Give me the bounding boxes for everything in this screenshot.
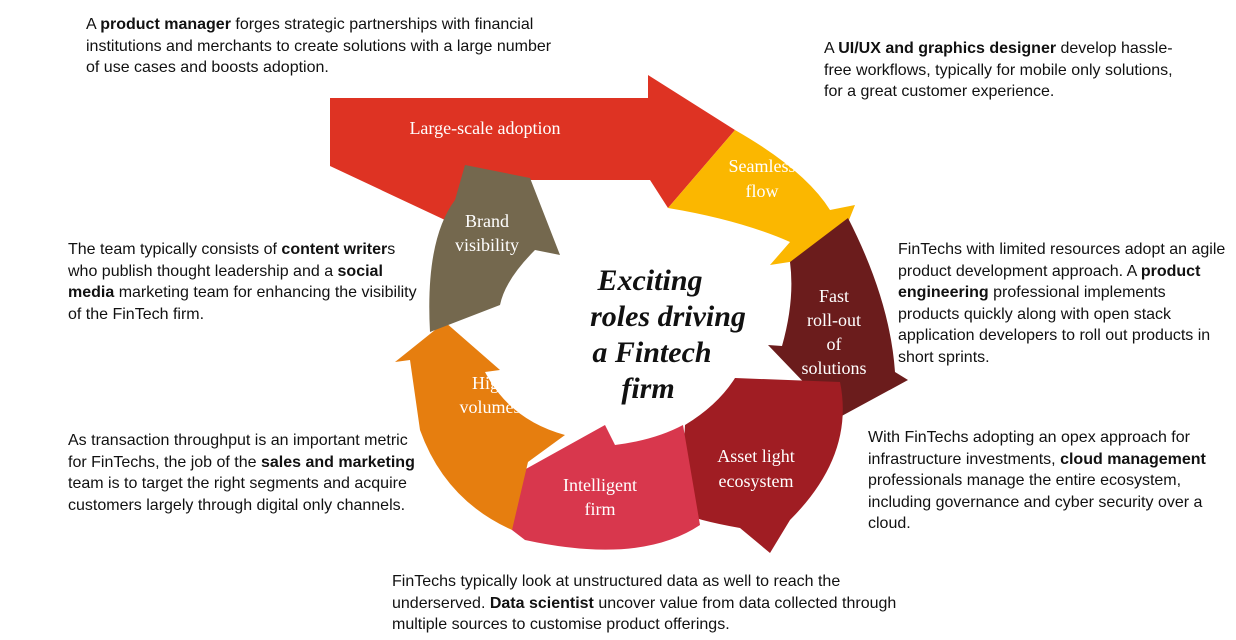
fast-rollout-arrow (768, 218, 908, 418)
svg-text:flow: flow (746, 181, 779, 201)
high-volumes-arrow (395, 322, 565, 530)
svg-text:Large-scale adoption: Large-scale adoption (409, 118, 560, 138)
seamless-flow-arrow (668, 130, 855, 265)
asset-light-arrow (680, 378, 843, 553)
svg-text:solutions: solutions (801, 358, 866, 378)
label-high-volumes: High volumes (460, 373, 521, 417)
svg-text:visibility: visibility (455, 235, 519, 255)
cloud-management-description: With FinTechs adopting an opex approach … (868, 429, 1206, 532)
svg-text:Fast: Fast (819, 286, 849, 306)
center-title: Exciting roles driving a Fintech firm (590, 264, 746, 405)
data-scientist-description: FinTechs typically look at unstructured … (392, 573, 897, 633)
svg-text:Exciting: Exciting (596, 264, 702, 297)
brand-visibility-arrow (429, 165, 560, 332)
product-manager-description: A product manager forges strategic partn… (86, 16, 552, 76)
svg-text:ecosystem: ecosystem (719, 471, 794, 491)
svg-text:a Fintech: a Fintech (592, 336, 711, 369)
label-asset-light: Asset light ecosystem (717, 446, 795, 491)
svg-text:Brand: Brand (465, 211, 509, 231)
intelligent-firm-arrow (512, 425, 700, 550)
svg-text:volumes: volumes (460, 397, 521, 417)
sales-marketing-description: As transaction throughput is an importan… (68, 432, 415, 514)
svg-text:firm: firm (585, 499, 616, 519)
svg-text:roles driving: roles driving (590, 300, 746, 333)
label-seamless-flow: Seamless flow (729, 156, 796, 201)
label-fast-rollout: Fast roll-out of solutions (801, 286, 866, 378)
svg-text:Asset light: Asset light (717, 446, 795, 466)
large-scale-adoption-arrow (330, 75, 735, 220)
svg-text:High: High (472, 373, 508, 393)
svg-text:Seamless: Seamless (729, 156, 796, 176)
label-brand-visibility: Brand visibility (455, 211, 519, 255)
content-team-description: The team typically consists of content w… (68, 241, 417, 323)
svg-text:Intelligent: Intelligent (563, 475, 637, 495)
label-large-scale-adoption: Large-scale adoption (409, 118, 560, 138)
ux-designer-description: A UI/UX and graphics designer develop ha… (824, 40, 1173, 100)
svg-text:firm: firm (621, 372, 674, 405)
svg-text:of: of (827, 334, 842, 354)
label-intelligent-firm: Intelligent firm (563, 475, 637, 519)
product-engineering-description: FinTechs with limited resources adopt an… (898, 241, 1226, 366)
svg-text:roll-out: roll-out (807, 310, 861, 330)
